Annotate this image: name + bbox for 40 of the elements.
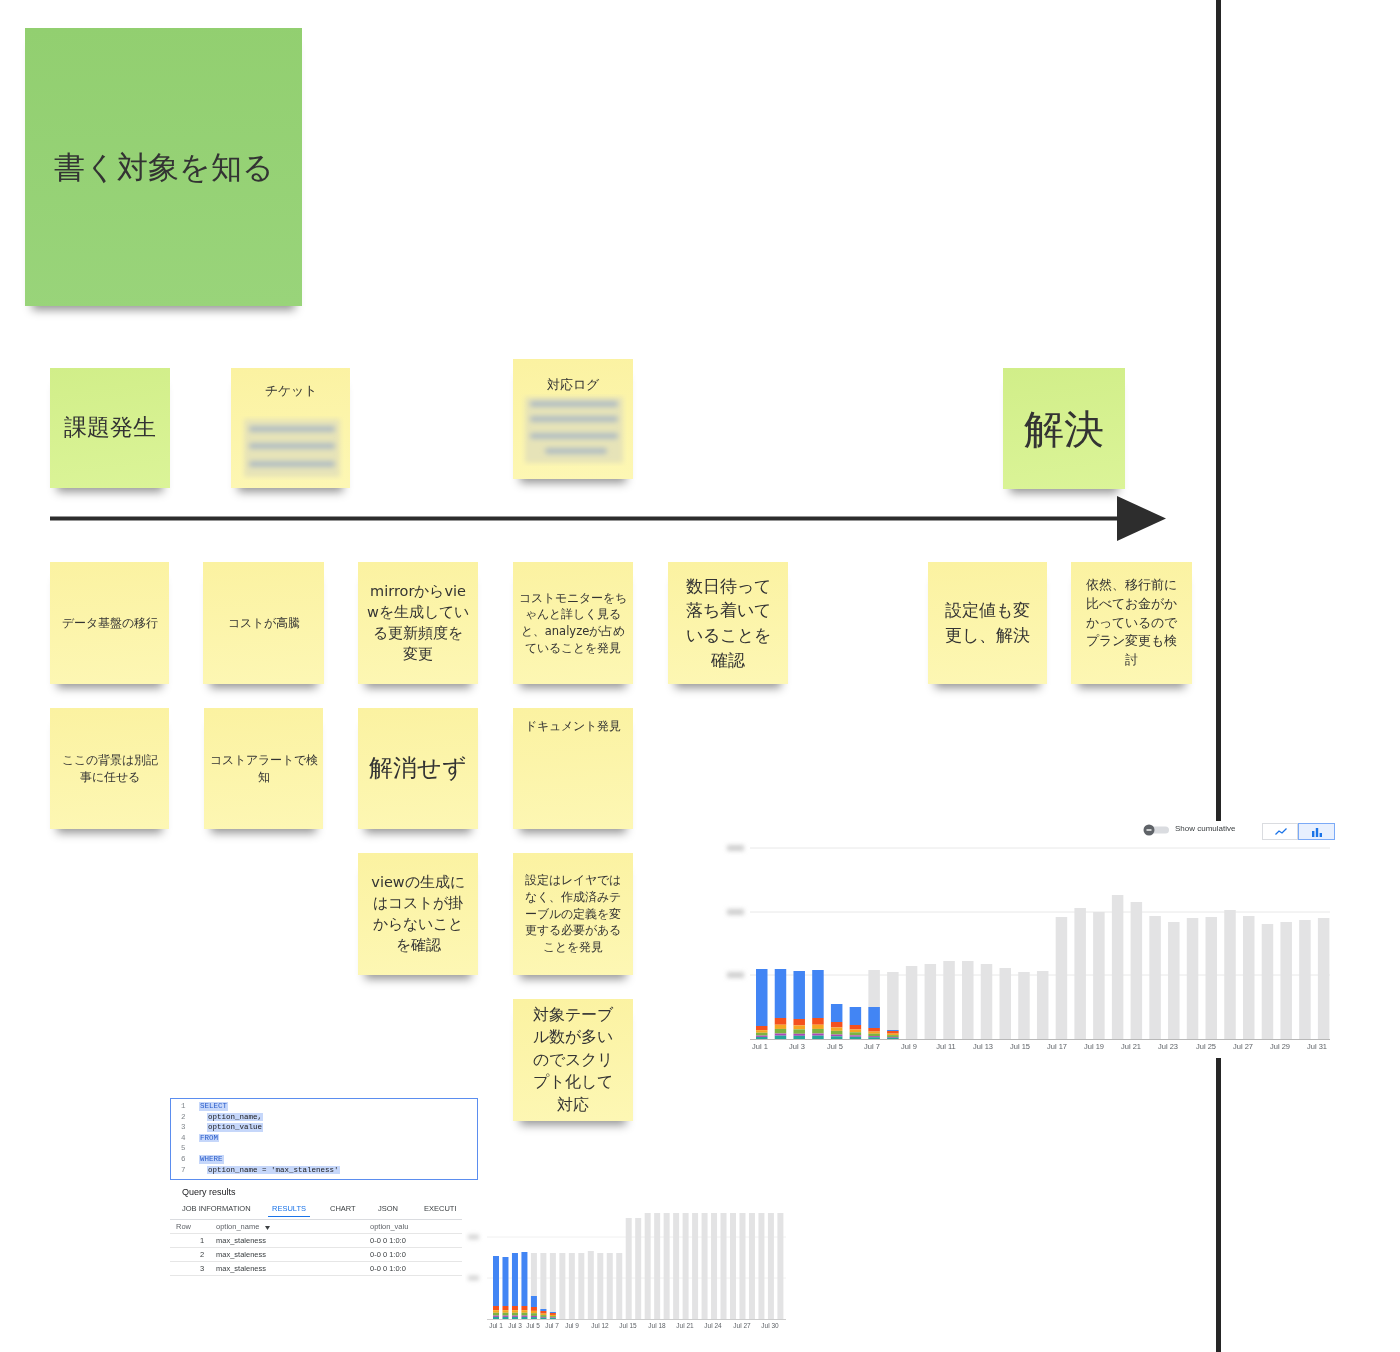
sticky-note (50, 368, 170, 488)
note-text: ここの背景は別記事に任せる (60, 751, 159, 786)
sticky-note (513, 359, 633, 479)
sticky-note (513, 853, 633, 975)
sticky-note (513, 562, 633, 684)
sticky-note (1071, 562, 1192, 684)
note-text: 書く対象を知る (53, 147, 274, 187)
note-text: 解消せず (369, 753, 467, 785)
sticky-note (203, 562, 324, 684)
sticky-note (513, 999, 633, 1121)
sticky-note (231, 368, 350, 488)
note-heading: 対応ログ (547, 376, 599, 394)
note-text: 数日待って落ち着いていることを確認 (684, 574, 772, 672)
section-heading: Query results (182, 1187, 236, 1198)
note-text: 課題発生 (64, 413, 156, 443)
note-text: 設定値も変更し、解決 (944, 599, 1031, 647)
note-text: viewの生成にはコストが掛からないことを確認 (370, 872, 466, 955)
sticky-note (668, 562, 788, 684)
toggle-label: Show cumulative (1175, 824, 1236, 834)
sticky-note (50, 562, 169, 684)
sticky-note (204, 708, 323, 829)
sticky-note (50, 708, 169, 829)
sticky-note (513, 708, 633, 829)
sticky-note (358, 562, 478, 684)
sticky-note (928, 562, 1047, 684)
sticky-note (1003, 368, 1125, 489)
note-text: コストアラートで検知 (208, 751, 319, 786)
note-text: データ基盤の移行 (61, 614, 158, 632)
note-text: コストモニターをちゃんと詳しく見ると、analyzeが占めていることを発見 (519, 589, 627, 657)
note-text: 設定はレイヤではなく、作成済みテーブルの定義を変更する必要があることを発見 (525, 872, 621, 956)
sticky-note (358, 853, 478, 975)
note-text: コストが高騰 (227, 614, 300, 632)
note-heading: チケット (264, 382, 317, 400)
note-text: 依然、移行前に比べてお金がかかっているのでプラン変更も検討 (1085, 575, 1178, 670)
sticky-note (25, 28, 302, 306)
note-text: mirrorからviewを生成している更新頻度を変更 (367, 581, 469, 664)
note-text: 解決 (1024, 404, 1104, 454)
note-heading: ドキュメント発見 (525, 718, 621, 735)
note-text: 対象テーブル数が多いのでスクリプト化して対応 (532, 1004, 614, 1116)
sticky-note (358, 708, 478, 829)
